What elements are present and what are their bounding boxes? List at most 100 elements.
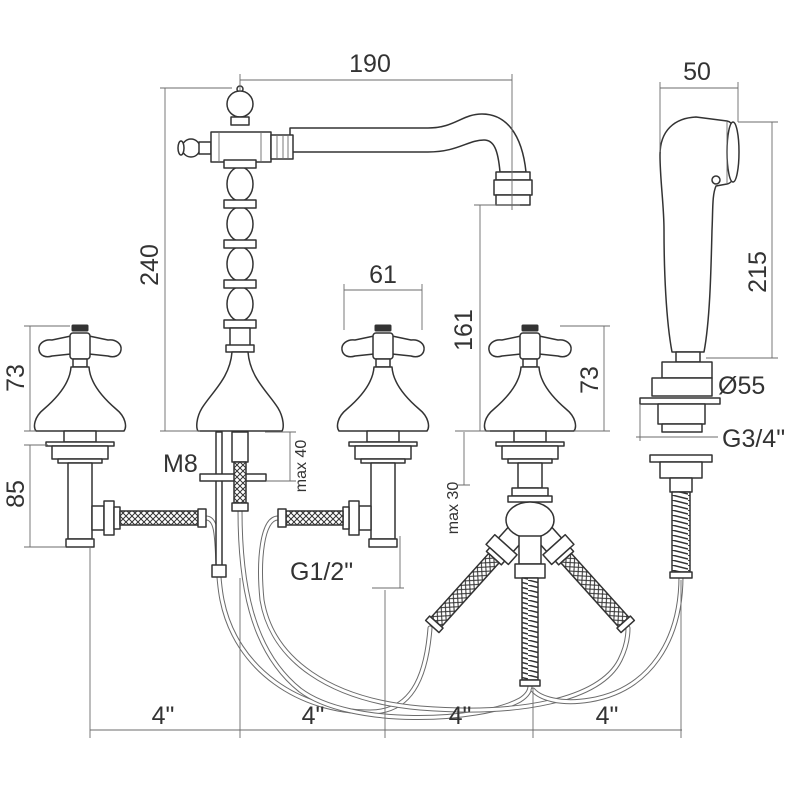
column-ring xyxy=(223,199,257,209)
shower-handle-collar xyxy=(675,351,701,363)
label-shower-flange-diameter: Ø55 xyxy=(718,372,765,400)
shower-handle-body xyxy=(659,116,737,353)
shower-holder-base xyxy=(661,423,703,433)
label-left-valve-height: 73 xyxy=(2,364,30,392)
label-spacing-2: 4" xyxy=(302,702,325,730)
right-valve-braided-hose xyxy=(285,510,344,526)
diverter-valve xyxy=(420,324,640,687)
dim-line-spacing xyxy=(89,546,682,738)
right-valve-hose-fitting xyxy=(277,508,287,528)
diverter-hub xyxy=(505,501,555,539)
spout-handle-hub xyxy=(210,131,272,163)
right-valve xyxy=(277,324,430,548)
diverter-center-nut xyxy=(514,563,546,579)
label-diverter-max-thickness: max 30 xyxy=(445,482,462,535)
diverter-shank xyxy=(517,462,543,489)
label-spacing-3: 4" xyxy=(449,702,472,730)
dim-line-left-shank-length xyxy=(24,444,66,548)
shower-mount-shank xyxy=(669,477,693,493)
label-rod-thread: M8 xyxy=(163,450,198,478)
spout-arm-collar xyxy=(270,134,294,160)
dim-line-outlet-height xyxy=(455,204,520,432)
hose-shower-to-diverter-inner xyxy=(531,574,683,704)
shower-ring-dot xyxy=(711,175,721,185)
column-bead xyxy=(226,206,254,242)
spout-top-ball xyxy=(226,90,254,118)
dim-line-spout-reach xyxy=(239,74,513,210)
dimension-lines xyxy=(24,74,778,738)
spout-handle-shaft xyxy=(198,141,212,155)
spout-arm xyxy=(289,113,527,173)
shower-holder-top xyxy=(661,361,713,379)
label-left-shank-length: 85 xyxy=(2,480,30,508)
hand-shower xyxy=(639,116,740,579)
shower-hose-end xyxy=(669,571,693,579)
label-outlet-height: 161 xyxy=(450,309,478,351)
label-diverter-height: 73 xyxy=(576,366,604,394)
label-shower-length: 215 xyxy=(744,251,772,293)
dim-line-diverter-height xyxy=(560,325,610,432)
column-ring xyxy=(223,239,257,249)
right-valve-shank xyxy=(370,462,396,540)
dim-line-spout-height xyxy=(160,87,232,432)
right-valve-outlet-tube xyxy=(358,505,372,531)
spout-hose-fitting xyxy=(231,502,249,512)
column-neck xyxy=(229,327,251,347)
column-bead xyxy=(226,246,254,282)
label-valve-thread: G1/2" xyxy=(290,558,353,586)
left-valve-outlet-ring xyxy=(113,506,121,530)
left-valve-outlet-tube xyxy=(91,505,105,531)
dim-line-valve-thread xyxy=(372,536,404,589)
diverter-valve-top xyxy=(483,324,577,464)
shower-mount-nut xyxy=(659,461,703,479)
left-valve xyxy=(33,324,207,548)
spout-nozzle-aerator xyxy=(495,194,531,206)
left-valve-hose-fitting xyxy=(197,508,207,528)
right-valve-shank-cap xyxy=(368,538,398,548)
left-valve-top xyxy=(33,324,127,464)
spout-mount-block xyxy=(231,431,249,463)
left-valve-shank-cap xyxy=(65,538,95,548)
diverter-ring-lower xyxy=(507,495,553,503)
column-bead xyxy=(226,286,254,322)
spout-bell xyxy=(196,351,284,432)
shower-holder-body xyxy=(657,403,706,425)
shower-flange-plate xyxy=(639,397,721,405)
diverter-center-outlet xyxy=(518,535,542,565)
hose-right-valve-to-diverter-inner xyxy=(259,516,630,712)
label-spout-reach: 190 xyxy=(349,50,391,78)
column-ring xyxy=(223,319,257,329)
dimension-labels: 190 50 240 61 161 215 73 85 73 M8 max 40… xyxy=(2,50,785,730)
column-base-ring xyxy=(225,344,255,353)
spout-collar-rings xyxy=(276,135,289,159)
dim-line-handle-width xyxy=(343,284,423,330)
dim-line-spout-max-thickness xyxy=(265,431,296,482)
spout-ball-collar xyxy=(230,116,250,126)
spout-nozzle-band xyxy=(493,179,533,196)
left-valve-braided-hose xyxy=(119,510,199,526)
column-ring xyxy=(223,159,257,169)
shower-coil-hose xyxy=(671,491,691,573)
dim-line-diverter-max-thickness xyxy=(458,432,470,486)
label-handle-width: 61 xyxy=(369,261,397,289)
dim-line-shower-head-width xyxy=(659,82,739,152)
label-spacing-1: 4" xyxy=(152,702,175,730)
right-valve-outlet-nut xyxy=(348,500,360,536)
label-spout-height: 240 xyxy=(136,244,164,286)
column-ring xyxy=(223,279,257,289)
diverter-ring-upper xyxy=(511,487,549,497)
spout-column xyxy=(177,85,533,578)
left-valve-shank xyxy=(67,462,93,540)
spout-hub-rings xyxy=(218,132,262,162)
label-shower-thread: G3/4" xyxy=(722,425,785,453)
spout-handle-end-cap xyxy=(177,140,185,156)
label-shower-head-width: 50 xyxy=(683,58,711,86)
shower-mount-washer xyxy=(649,454,713,463)
dim-line-shower-length xyxy=(706,121,778,359)
diverter-coil-end xyxy=(519,679,541,687)
column-bead xyxy=(226,166,254,202)
spout-threaded-rod xyxy=(215,431,223,567)
label-spout-max-thickness: max 40 xyxy=(293,440,310,493)
diverter-coil-hose xyxy=(521,577,539,681)
